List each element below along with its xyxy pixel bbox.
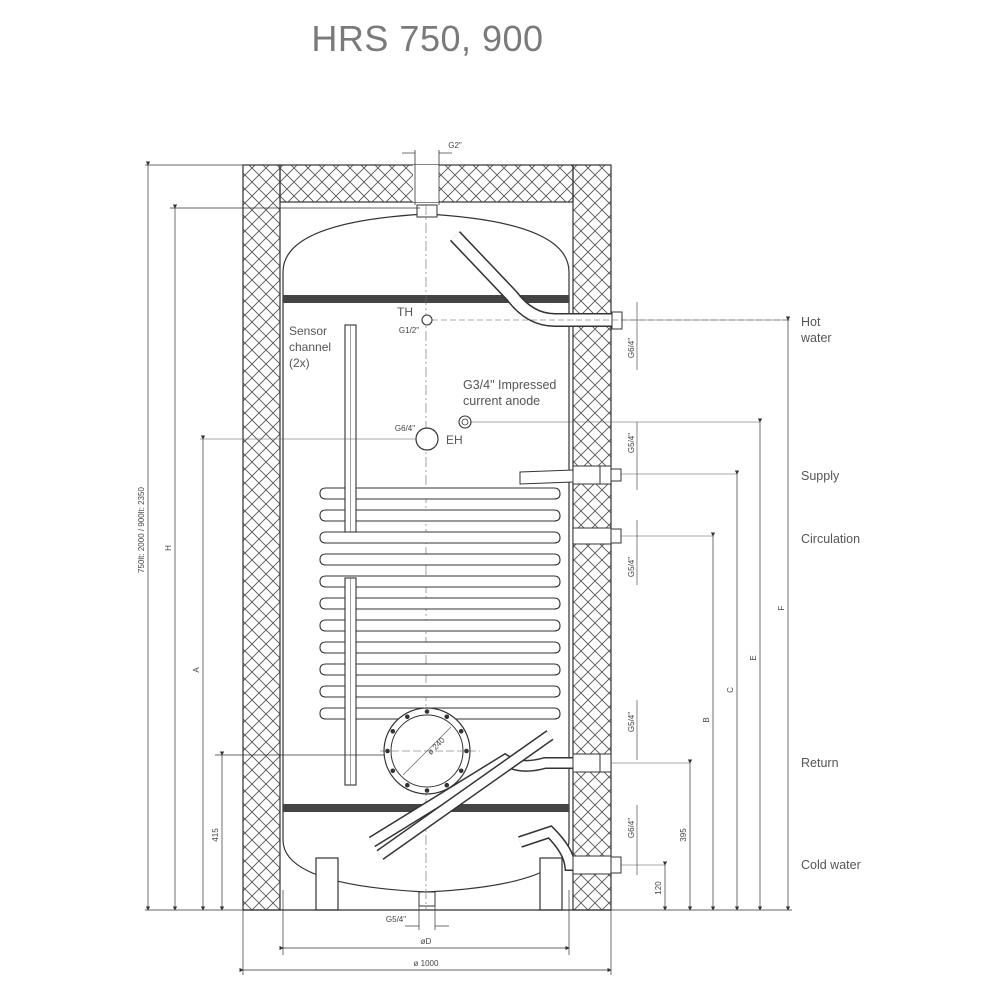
coil-turn [319,487,561,500]
circulation-thread-label: G5/4" [627,557,636,577]
horizontal-dimensions [239,152,612,975]
vertical-dimensions [145,161,792,911]
supply-fitting [572,465,622,485]
dia-1000-label: ø 1000 [414,959,439,968]
dim-f-label: F [777,605,786,610]
dim-395-label: 395 [679,828,688,842]
flange-bolt [405,714,410,720]
dia-d-label: øD [421,937,432,946]
supply-thread-label: G5/4" [627,433,636,453]
eh-socket [200,427,439,451]
th-thread-label: G1/2" [399,326,419,335]
coil-turn [319,663,561,676]
dim-b-label: B [702,717,711,722]
coil-turn [319,619,561,632]
dim-e-label: E [749,655,758,660]
connection-leaders [470,319,790,866]
coil-inlet [519,469,574,485]
hot-thread-label: G6/4" [627,338,636,358]
diagram-title: HRS 750, 900 [311,18,544,59]
dim-120-label: 120 [654,881,663,895]
flange-bolt [390,729,396,734]
dim-a-label: A [192,667,201,673]
cold-water-label: Cold water [801,858,861,872]
th-label: TH [397,305,413,319]
flange-bolt [390,768,396,774]
return-fitting [599,753,612,773]
dim-h-label: H [164,545,173,551]
coil-turn [319,641,561,654]
return-pipe [368,730,612,860]
flange-bolt [385,748,390,754]
return-label: Return [801,756,839,770]
hot-water-label-1: Hot [801,315,821,329]
sensor-channel [344,324,357,786]
flange-bolt [444,714,450,720]
circulation-fitting [572,527,622,545]
return-thread-label: G5/4" [627,712,636,732]
coil-turn [319,597,561,610]
flange-bolt [424,788,430,793]
cold-water-pipe [518,825,622,875]
eh-label: EH [446,433,463,447]
total-height-label: 750lt: 2000 / 900lt: 2350 [137,487,146,573]
hot-water-label-2: water [800,331,832,345]
flange-bolt [464,748,469,754]
sensor-label-2: channel [289,340,331,354]
flange-bolt [405,782,410,788]
flange-bolt [424,709,430,714]
coil-turn [319,553,561,566]
dim-415-label: 415 [211,828,220,842]
anode-socket [458,415,472,429]
heating-coil [319,469,574,720]
anode-label-1: G3/4" Impressed [463,378,556,392]
coil-turn [319,531,561,544]
flange-bolt [444,782,450,788]
coil-turn [319,575,561,588]
coil-turn [319,685,561,698]
bottom-thread-label: G5/4" [386,915,406,924]
flange-bolt [458,729,464,734]
tank-body [243,150,611,911]
flange-bolt [458,768,464,774]
top-thread-label: G2" [448,141,462,150]
anode-label-2: current anode [463,394,540,408]
sensor-label-1: Sensor [289,324,327,338]
sensor-label-3: (2x) [289,356,310,370]
inspection-flange [380,707,480,795]
dim-c-label: C [726,687,735,693]
eh-thread-label: G6/4" [395,424,415,433]
circulation-label: Circulation [801,532,860,546]
supply-label: Supply [801,469,840,483]
cold-thread-label: G6/4" [627,818,636,838]
coil-turn [319,509,561,522]
